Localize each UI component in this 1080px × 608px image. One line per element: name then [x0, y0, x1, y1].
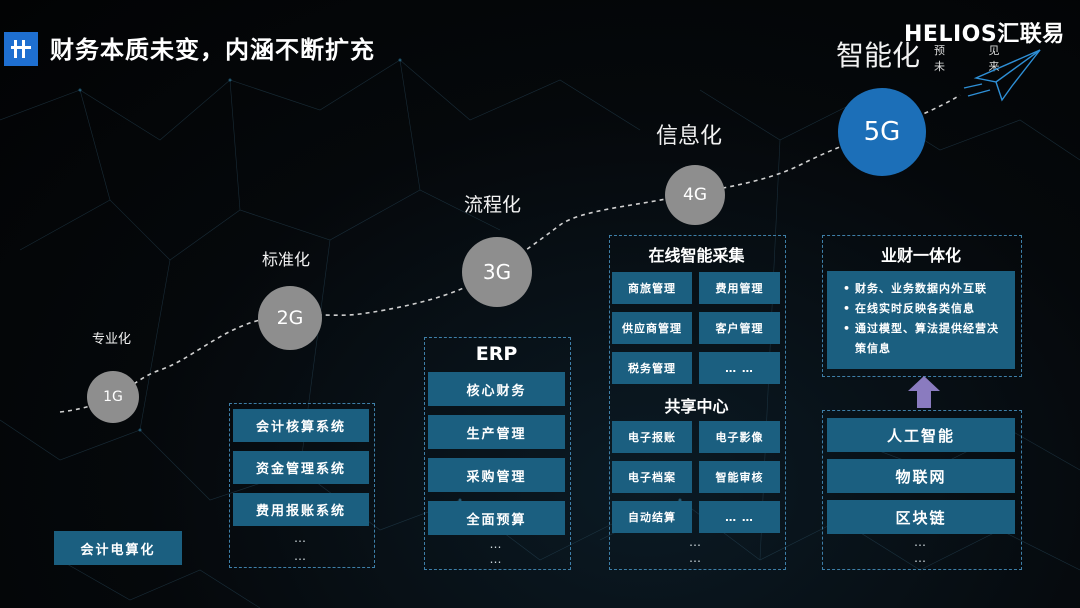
- group-integration: [822, 235, 1022, 377]
- group-systems: [229, 403, 375, 568]
- stage-label-2: 标准化: [262, 250, 311, 269]
- collection-heading: 在线智能采集: [648, 246, 745, 265]
- paper-plane-icon: [963, 49, 1041, 102]
- ellipsis: …: [489, 552, 504, 566]
- stage-badge-5: 5G: [838, 88, 926, 176]
- stage-badge-3: 3G: [462, 237, 532, 307]
- tech-item-1: 人工智能: [827, 418, 1015, 452]
- erp-item-2: 生产管理: [428, 415, 565, 449]
- stage-label-4: 信息化: [656, 124, 723, 149]
- shared-item-6: … …: [699, 501, 780, 533]
- group-erp: [424, 337, 571, 570]
- info-bullet-1: 财务、业务数据内外互联: [843, 279, 1005, 299]
- system-item-2: 资金管理系统: [233, 451, 369, 484]
- ellipsis: …: [914, 551, 928, 565]
- erp-heading: ERP: [475, 343, 518, 365]
- shared-item-2: 电子影像: [699, 421, 780, 453]
- system-item-1: 会计核算系统: [233, 409, 369, 442]
- shared-item-5: 自动结算: [612, 501, 692, 533]
- integration-info: 财务、业务数据内外互联 在线实时反映各类信息 通过模型、算法提供经营决策信息: [827, 271, 1015, 369]
- info-bullet-3: 通过模型、算法提供经营决策信息: [843, 319, 1005, 359]
- collection-item-6: … …: [699, 352, 780, 384]
- collection-item-2: 费用管理: [699, 272, 780, 304]
- ellipsis: …: [489, 537, 504, 551]
- group-information: [609, 235, 786, 570]
- stage-label-5: 智能化: [836, 39, 921, 72]
- collection-item-3: 供应商管理: [612, 312, 692, 344]
- stage-badge-1: 1G: [87, 371, 139, 423]
- stage-badge-2: 2G: [258, 286, 322, 350]
- stage-label-1: 专业化: [92, 332, 132, 347]
- collection-item-4: 客户管理: [699, 312, 780, 344]
- erp-item-3: 采购管理: [428, 458, 565, 492]
- brand-logo: HELIOS汇联易 预 见 未 来: [900, 16, 1072, 73]
- group-technology: [822, 410, 1022, 570]
- integration-heading: 业财一体化: [880, 246, 961, 265]
- ellipsis: …: [689, 535, 703, 549]
- ellipsis: …: [914, 535, 928, 549]
- item-accounting-computerization: 会计电算化: [54, 531, 182, 565]
- shared-item-3: 电子档案: [612, 461, 692, 493]
- shared-item-4: 智能审核: [699, 461, 780, 493]
- stage-badge-4: 4G: [665, 165, 725, 225]
- brand-wordmark: HELIOS汇联易: [904, 22, 1065, 47]
- info-bullet-2: 在线实时反映各类信息: [843, 299, 1005, 319]
- brand-slogan: 预 见 未 来: [934, 44, 1020, 73]
- logo-mark-icon: [11, 40, 31, 58]
- app-logo: [4, 32, 38, 66]
- shared-item-1: 电子报账: [612, 421, 692, 453]
- ellipsis: …: [294, 549, 308, 563]
- tech-item-2: 物联网: [827, 459, 1015, 493]
- ellipsis: …: [294, 531, 308, 545]
- stage-label-3: 流程化: [464, 194, 522, 216]
- collection-item-5: 税务管理: [612, 352, 692, 384]
- collection-item-1: 商旅管理: [612, 272, 692, 304]
- erp-item-1: 核心财务: [428, 372, 565, 406]
- system-item-3: 费用报账系统: [233, 493, 369, 526]
- up-arrow-icon: [908, 376, 940, 408]
- ellipsis: …: [689, 551, 703, 565]
- tech-item-3: 区块链: [827, 500, 1015, 534]
- shared-center-heading: 共享中心: [664, 397, 729, 416]
- erp-item-4: 全面预算: [428, 501, 565, 535]
- page-title: 财务本质未变，内涵不断扩充: [50, 36, 375, 64]
